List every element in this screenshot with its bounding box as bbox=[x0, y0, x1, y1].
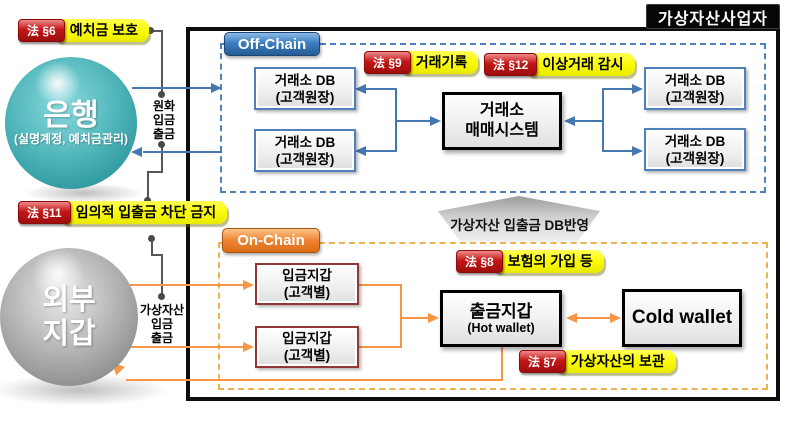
offchain-banner: Off-Chain bbox=[224, 32, 320, 56]
law-badge-7: 法 §7 bbox=[519, 350, 566, 373]
connector-line bbox=[151, 254, 163, 256]
connector-line bbox=[576, 317, 611, 319]
wallet-to-deposit1-line bbox=[118, 284, 244, 286]
hot-wallet-title: 출금지갑 bbox=[469, 301, 533, 321]
connector-line bbox=[604, 150, 633, 152]
connector-line bbox=[602, 88, 604, 152]
connector-line bbox=[150, 30, 163, 32]
arrowhead-left bbox=[131, 147, 142, 157]
law-tag-9: 法 §9 거래기록 bbox=[364, 51, 479, 74]
law-badge-9: 法 §9 bbox=[364, 51, 411, 74]
offchain-to-bank-line bbox=[143, 151, 222, 153]
arrowhead-right bbox=[610, 313, 621, 323]
exchange-db-box-right-2: 거래소 DB (고객원장) bbox=[644, 128, 746, 171]
connector-line bbox=[161, 30, 163, 92]
exchange-db-box-left-1: 거래소 DB (고객원장) bbox=[254, 67, 356, 110]
arrowhead-right bbox=[211, 83, 222, 93]
vasp-title-label: 가상자산사업자 bbox=[646, 4, 780, 29]
law-badge-11: 法 §11 bbox=[18, 201, 71, 224]
exchange-db-box-left-2: 거래소 DB (고객원장) bbox=[254, 129, 356, 172]
connector-line bbox=[501, 347, 503, 381]
exchange-db-box-right-1: 거래소 DB (고객원장) bbox=[644, 67, 746, 110]
law-tag-8: 法 §8 보험의 가입 등 bbox=[456, 250, 604, 273]
arrowhead-right bbox=[243, 342, 254, 352]
arrowhead-right bbox=[632, 146, 643, 156]
arrowhead-left bbox=[355, 146, 366, 156]
connector-line bbox=[366, 88, 397, 90]
hot-wallet-subtitle: (Hot wallet) bbox=[467, 320, 535, 335]
law-tag-6: 法 §6 예치금 보호 bbox=[18, 19, 149, 42]
external-wallet-name: 외부 지갑 bbox=[42, 284, 96, 350]
connector-line bbox=[400, 317, 428, 319]
connector-dot bbox=[158, 141, 165, 148]
connector-dot bbox=[148, 235, 155, 242]
connector-line bbox=[147, 171, 149, 201]
connector-line bbox=[366, 150, 397, 152]
connector-line bbox=[400, 284, 402, 348]
law-tag-7: 法 §7 가상자산의 보관 bbox=[519, 350, 676, 373]
connector-dot bbox=[144, 197, 151, 204]
connector-line bbox=[395, 120, 431, 122]
arrowhead-right bbox=[430, 116, 441, 126]
hot-to-wallet-return-line bbox=[126, 379, 503, 381]
deposit-wallet-box-1: 입금지갑 (고객별) bbox=[255, 263, 359, 305]
arrowhead-left bbox=[564, 116, 575, 126]
exchange-trading-system-box: 거래소 매매시스템 bbox=[442, 92, 562, 150]
law-tag-12: 法 §12 이상거래 감시 bbox=[484, 53, 635, 76]
connector-line bbox=[151, 240, 153, 256]
law-text-11: 임의적 입출금 차단 금지 bbox=[58, 201, 228, 224]
db-reflect-label: 가상자산 입출금 DB반영 bbox=[450, 218, 589, 233]
connector-dot bbox=[147, 27, 154, 34]
bank-to-offchain-line bbox=[132, 87, 212, 89]
bank-sphere: 은행 (실명계정, 예치금관리) bbox=[5, 57, 137, 189]
law-text-12: 이상거래 감시 bbox=[525, 53, 635, 76]
offchain-region-border bbox=[220, 43, 766, 193]
law-badge-12: 法 §12 bbox=[484, 53, 538, 76]
external-wallet-sphere: 외부 지갑 bbox=[0, 248, 138, 386]
connector-dot bbox=[158, 91, 165, 98]
connector-line bbox=[161, 146, 163, 173]
cold-wallet-box: Cold wallet bbox=[622, 289, 742, 347]
connector-line bbox=[359, 346, 402, 348]
law-badge-6: 法 §6 bbox=[18, 19, 65, 42]
law-text-9: 거래기록 bbox=[398, 51, 479, 74]
arrowhead-right bbox=[243, 280, 254, 290]
connector-line bbox=[359, 284, 402, 286]
connector-line bbox=[147, 171, 163, 173]
onchain-banner: On-Chain bbox=[222, 228, 320, 253]
law-text-7: 가상자산의 보관 bbox=[553, 350, 676, 373]
connector-line bbox=[575, 120, 604, 122]
withdraw-hot-wallet-box: 출금지갑 (Hot wallet) bbox=[440, 290, 562, 347]
deposit-wallet-box-2: 입금지갑 (고객별) bbox=[255, 326, 359, 368]
wallet-to-deposit2-line bbox=[120, 346, 244, 348]
law-tag-11: 法 §11 임의적 입출금 차단 금지 bbox=[18, 201, 228, 224]
bank-name: 은행 bbox=[43, 98, 99, 132]
onchain-region-border bbox=[218, 242, 768, 390]
krw-deposit-withdraw-label: 원화 입금 출금 bbox=[152, 99, 176, 141]
connector-dot bbox=[158, 293, 165, 300]
connector-line bbox=[161, 254, 163, 296]
arrowhead-left bbox=[355, 84, 366, 94]
connector-line bbox=[604, 88, 633, 90]
law-text-8: 보험의 가입 등 bbox=[490, 250, 604, 273]
law-badge-8: 法 §8 bbox=[456, 250, 503, 273]
arrowhead-right bbox=[428, 313, 439, 323]
crypto-deposit-withdraw-label: 가상자산 입금 출금 bbox=[139, 303, 185, 345]
law-text-6: 예치금 보호 bbox=[52, 19, 149, 42]
arrowhead-left bbox=[566, 313, 577, 323]
bank-subtitle: (실명계정, 예치금관리) bbox=[13, 131, 129, 146]
arrowhead-right bbox=[632, 84, 643, 94]
bank-sphere-shadow bbox=[24, 183, 144, 203]
